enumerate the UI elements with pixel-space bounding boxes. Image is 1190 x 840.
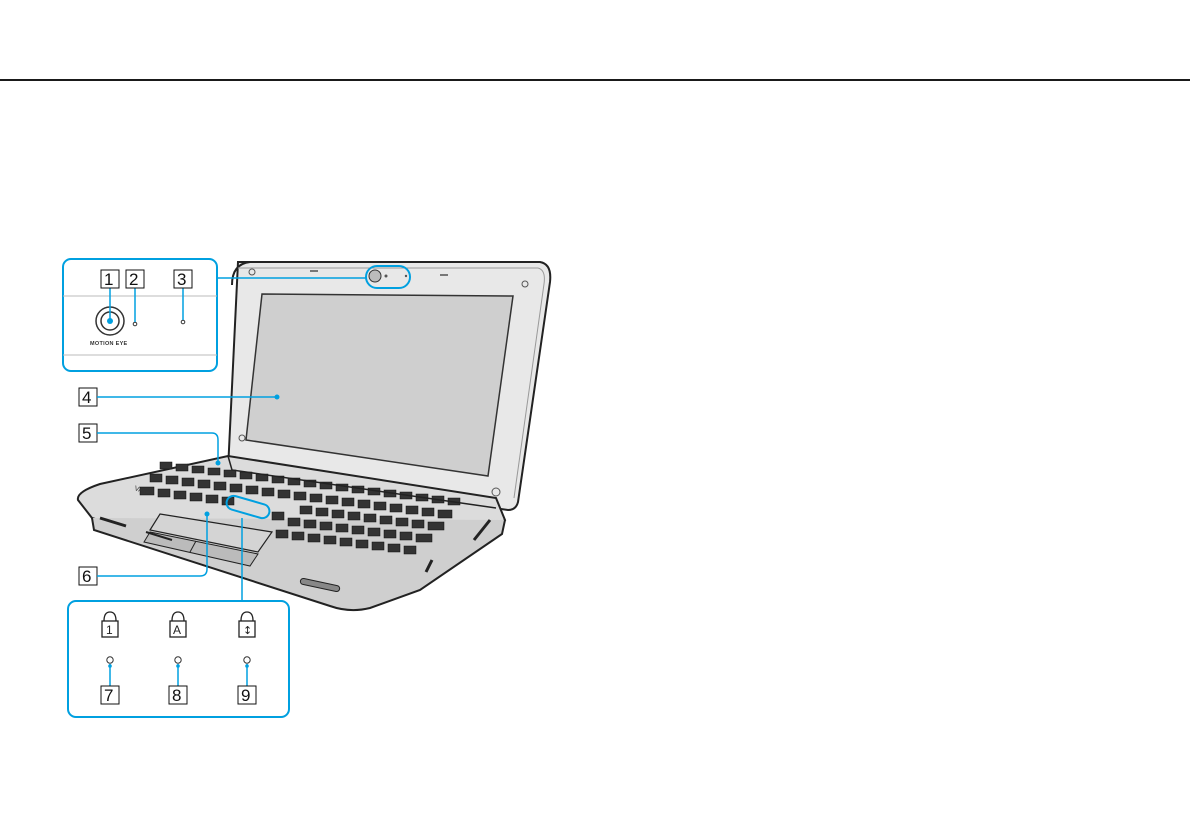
svg-text:6: 6	[82, 567, 91, 586]
svg-text:4: 4	[82, 388, 91, 407]
callout-1: 1	[101, 270, 119, 289]
svg-text:A: A	[173, 623, 181, 637]
callout-7: 7	[101, 686, 119, 705]
camera-caption: MOTION EYE	[90, 341, 128, 347]
callout-2: 2	[126, 270, 144, 289]
svg-text:1: 1	[106, 623, 113, 637]
callout-8: 8	[169, 686, 187, 705]
svg-text:5: 5	[82, 424, 91, 443]
svg-text:↕: ↕	[243, 624, 252, 637]
svg-text:3: 3	[177, 270, 186, 289]
num-lock-light	[107, 657, 113, 663]
svg-text:2: 2	[129, 270, 138, 289]
svg-text:9: 9	[241, 686, 250, 705]
scroll-lock-light	[244, 657, 250, 663]
callout-9: 9	[238, 686, 256, 705]
callout-3: 3	[174, 270, 192, 289]
svg-text:1: 1	[104, 270, 113, 289]
svg-text:8: 8	[172, 686, 181, 705]
caps-lock-light	[175, 657, 181, 663]
callout-5: 5	[79, 424, 221, 466]
svg-text:7: 7	[104, 686, 113, 705]
